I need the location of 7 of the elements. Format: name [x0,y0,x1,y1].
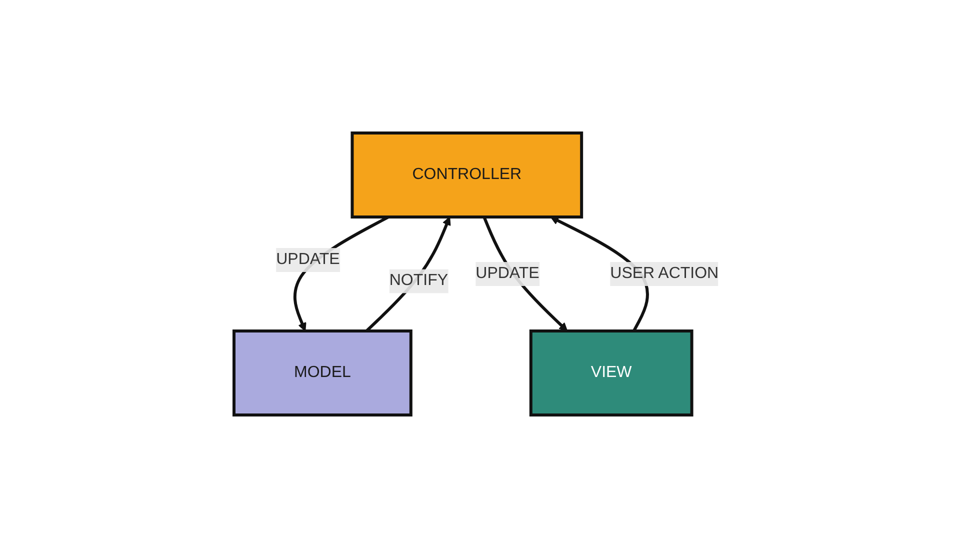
edge-label: USER ACTION [610,264,719,282]
node-box: CONTROLLER [350,131,584,218]
edge-label: UPDATE [276,250,340,268]
node-box: VIEW [530,329,694,416]
edge-label: NOTIFY [390,272,448,289]
edge-label: UPDATE [476,264,540,282]
node-box: MODEL [232,329,413,416]
